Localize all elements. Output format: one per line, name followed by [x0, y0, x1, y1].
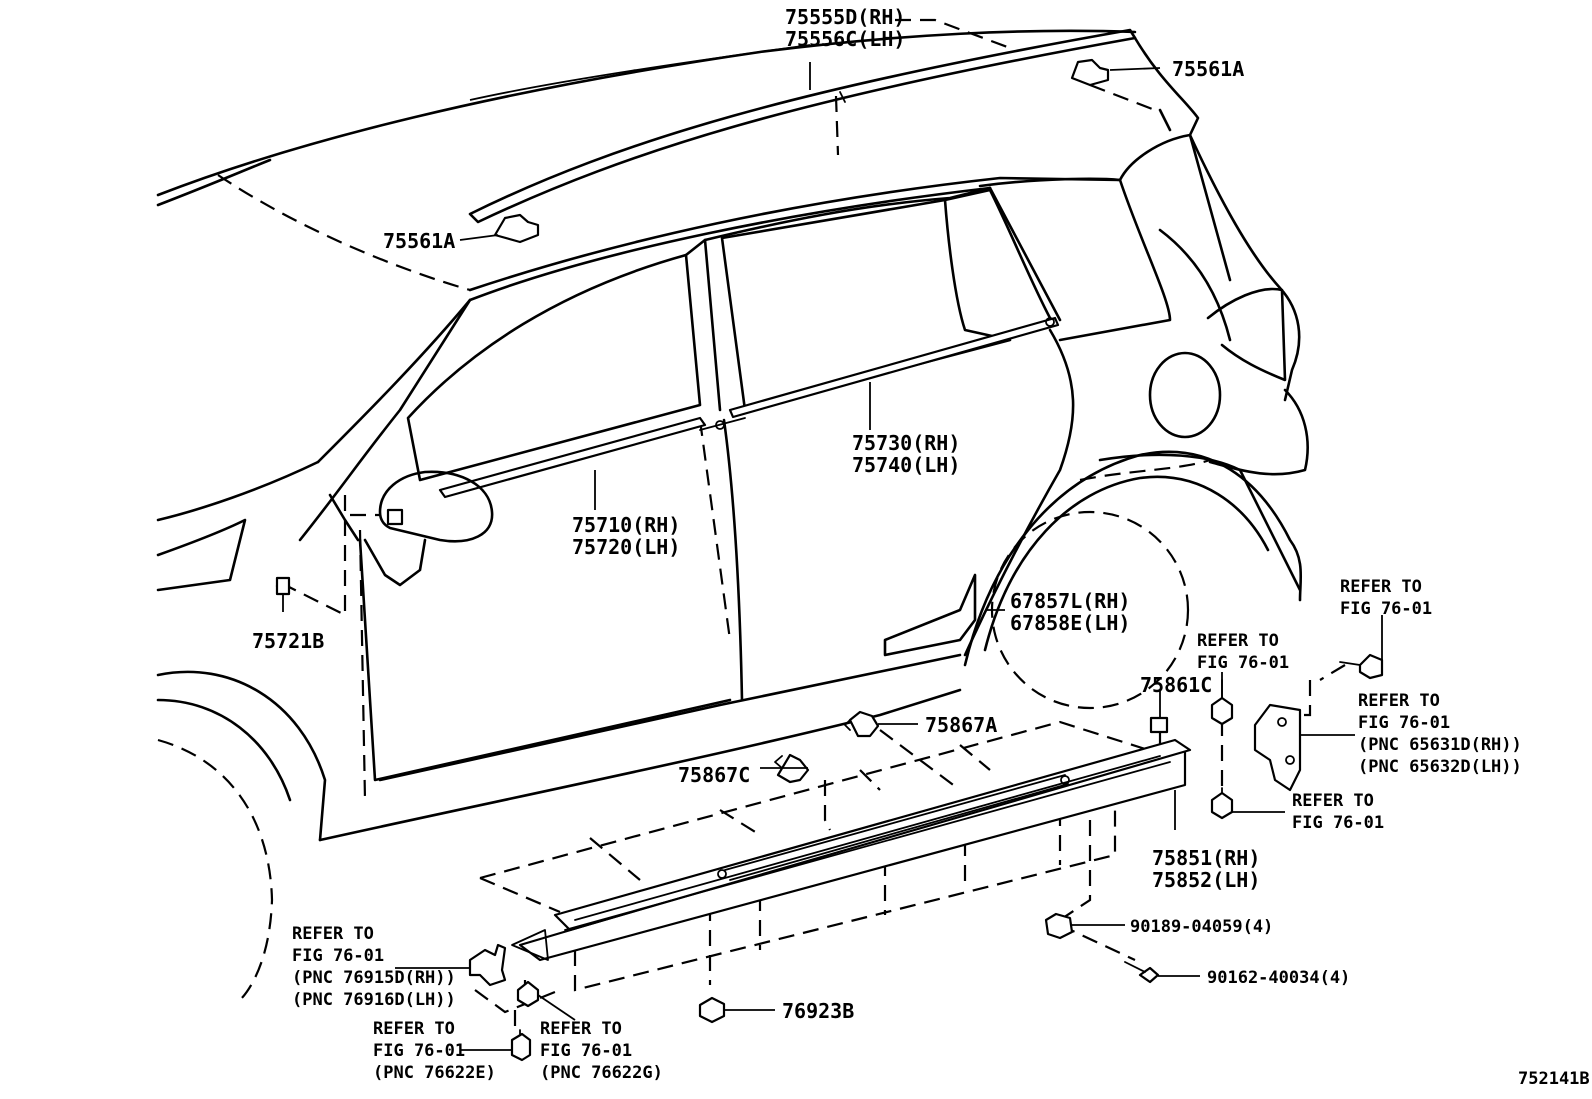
label-rear-belt-lh: 75720(LH): [572, 535, 680, 559]
label-refer-bolt-1: REFER TO: [1292, 791, 1374, 811]
bolt-front-icon: [510, 1029, 532, 1062]
label-refer-front-bolt-3: (PNC 76622E): [373, 1063, 496, 1083]
label-refer-front-bracket-1: REFER TO: [292, 924, 374, 944]
label-roof-rail-rh: 75555D(RH): [785, 5, 905, 29]
roof-clip-rear-icon: [1070, 58, 1110, 87]
rocker-moulding: [511, 738, 1192, 962]
label-refer-top-right-2: FIG 76-01: [1340, 599, 1432, 619]
clip-90189-icon: [1044, 912, 1074, 940]
side-mirror: [363, 470, 494, 587]
label-rear-belt-rh: 75710(RH): [572, 513, 680, 537]
label-screw-90162: 90162-40034(4): [1207, 968, 1350, 988]
mirror-clip-icon: [275, 576, 291, 596]
label-nut-76923b: 76923B: [782, 999, 854, 1023]
label-clip-75867c: 75867C: [678, 763, 750, 787]
mudguard-part: [883, 573, 977, 657]
label-refer-mid-1: REFER TO: [1197, 631, 1279, 651]
label-refer-bolt-2: FIG 76-01: [1292, 813, 1384, 833]
label-refer-front-bracket-4: (PNC 76916D(LH)): [292, 990, 456, 1010]
label-refer-bracket-3: (PNC 65631D(RH)): [1358, 735, 1522, 755]
label-figure-code: 752141B: [1518, 1069, 1590, 1089]
leader-lines: [282, 44, 1383, 1051]
label-mirror-clip: 75721B: [252, 629, 324, 653]
label-clip-90189: 90189-04059(4): [1130, 917, 1273, 937]
belt-mouldings: [438, 316, 1060, 499]
bracket-front-icon: [468, 943, 507, 987]
clip-front-icon: [516, 980, 540, 1008]
label-refer-bracket-2: FIG 76-01: [1358, 713, 1450, 733]
label-refer-bracket-1: REFER TO: [1358, 691, 1440, 711]
screw-90162-icon: [1124, 961, 1160, 984]
label-mudguard-lh: 67858E(LH): [1010, 611, 1130, 635]
label-refer-front-clip-2: FIG 76-01: [540, 1041, 632, 1061]
label-refer-front-clip-3: (PNC 76622G): [540, 1063, 663, 1083]
label-rocker-lh: 75852(LH): [1152, 868, 1260, 892]
label-roof-rail-lh: 75556C(LH): [785, 27, 905, 51]
label-refer-front-bracket-2: FIG 76-01: [292, 946, 384, 966]
bolt-top-right-icon: [1339, 653, 1384, 680]
label-refer-front-bolt-2: FIG 76-01: [373, 1041, 465, 1061]
label-refer-front-bolt-1: REFER TO: [373, 1019, 455, 1039]
label-clip-75861c: 75861C: [1140, 673, 1212, 697]
roof-clip-front-icon: [493, 213, 540, 244]
label-front-belt-rh: 75730(RH): [852, 431, 960, 455]
bolt-refer-low-icon: [1210, 787, 1234, 820]
label-refer-mid-2: FIG 76-01: [1197, 653, 1289, 673]
label-rocker-rh: 75851(RH): [1152, 846, 1260, 870]
clip-75867a-icon: [844, 710, 880, 738]
label-clip-front: 75561A: [383, 229, 455, 253]
nut-76923b-icon: [698, 996, 726, 1024]
label-refer-front-bracket-3: (PNC 76915D(RH)): [292, 968, 456, 988]
vehicle-body: [156, 28, 1309, 1001]
label-front-belt-lh: 75740(LH): [852, 453, 960, 477]
label-refer-bracket-4: (PNC 65632D(LH)): [1358, 757, 1522, 777]
bracket-rear-icon: [1253, 703, 1302, 792]
label-clip-75867a: 75867A: [925, 713, 997, 737]
label-refer-front-clip-1: REFER TO: [540, 1019, 622, 1039]
label-mudguard-rh: 67857L(RH): [1010, 589, 1130, 613]
part-labels: 75555D(RH) 75556C(LH) 75561A 75561A 7573…: [252, 5, 1590, 1089]
clip-75861c-icon: [1149, 716, 1169, 734]
label-clip-rear: 75561A: [1172, 57, 1244, 81]
label-refer-top-right-1: REFER TO: [1340, 577, 1422, 597]
dashed-leaders: [217, 18, 1346, 1030]
